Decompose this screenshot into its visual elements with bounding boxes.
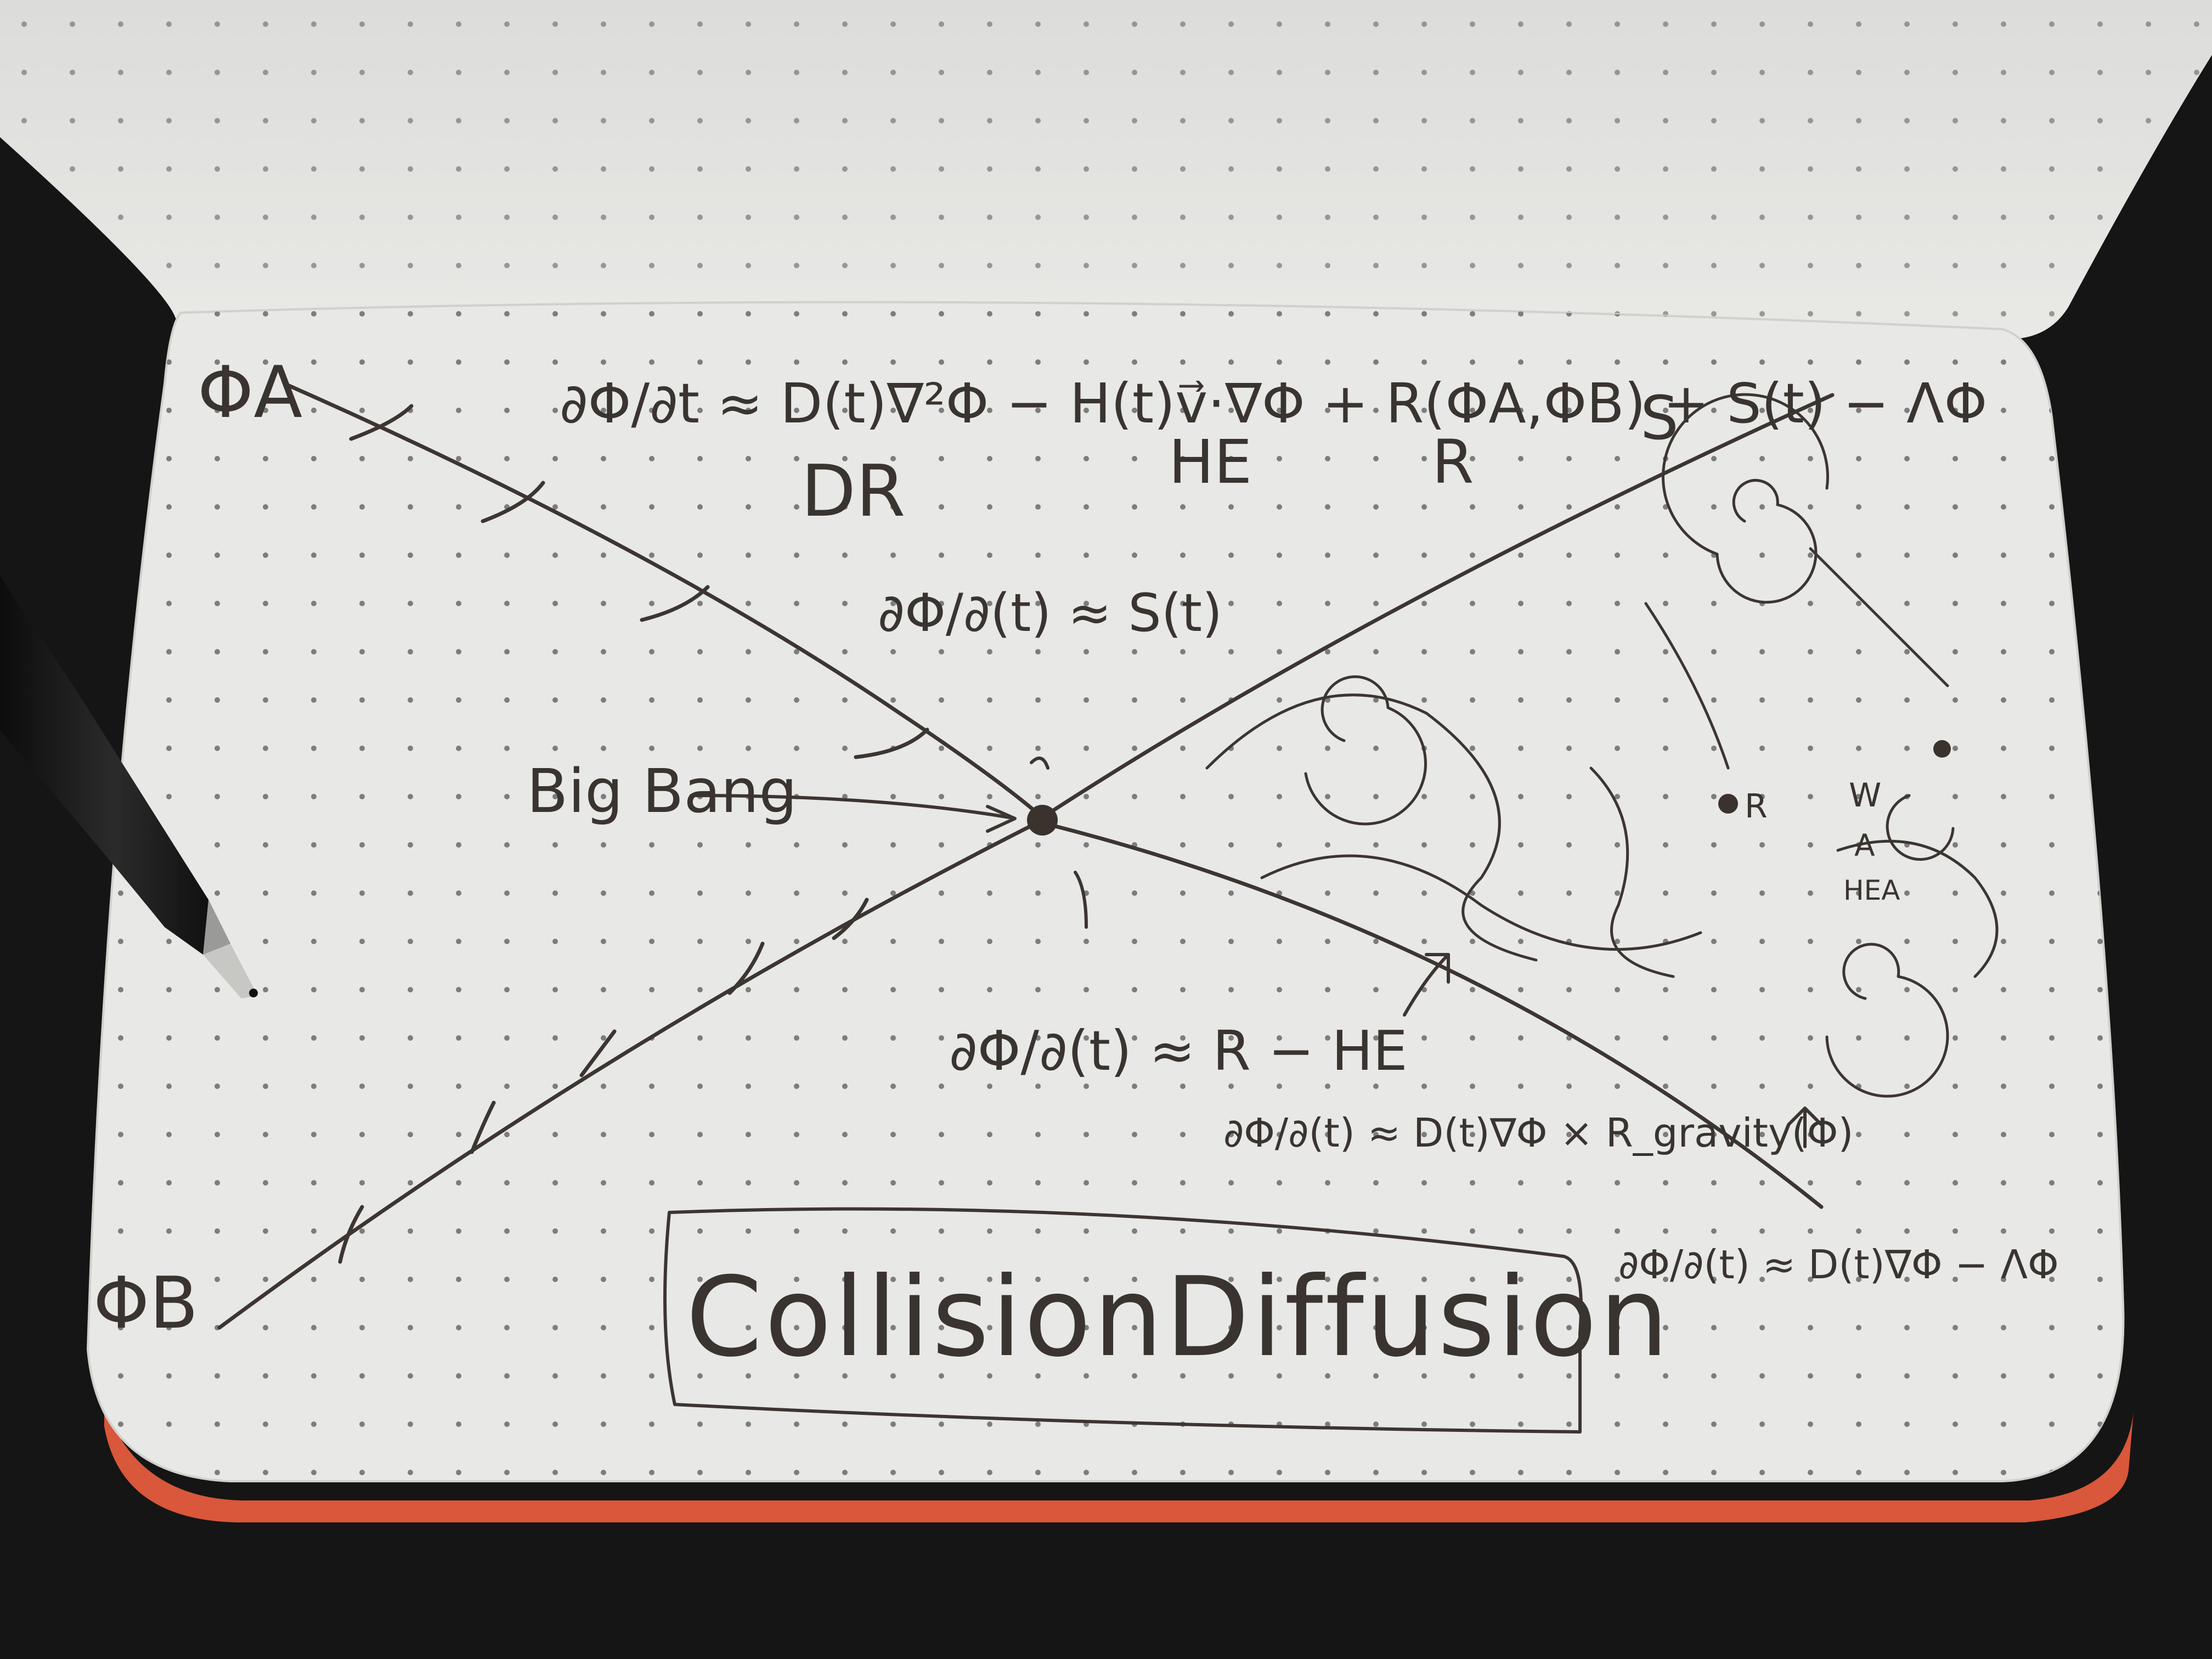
- phi-a-path: [283, 382, 1045, 820]
- right-equation: ∂Φ/∂(t) ≈ D(t)∇Φ − ΛΦ: [1618, 1242, 2059, 1288]
- phi-a-label: ΦA: [198, 351, 302, 434]
- big-bang-point: [1027, 805, 1058, 836]
- pen-icon: [0, 576, 258, 998]
- book-edge: [104, 1404, 2134, 1522]
- top-equation: ∂Φ/∂t ≈ D(t)∇²Φ − H(t)v⃗·∇Φ + R(ΦA,ΦB) +…: [560, 371, 1987, 436]
- phi-b-path: [217, 821, 1039, 1330]
- near-collision-equation: ∂Φ/∂(t) ≈ S(t): [878, 583, 1222, 644]
- term-letters: DR HE R S: [801, 383, 1679, 533]
- galaxy-swirls: [1205, 393, 1999, 1098]
- middle-equation: ∂Φ/∂(t) ≈ D(t)∇Φ × R_gravity(Φ): [1223, 1110, 1853, 1156]
- galaxy-tag: R: [1745, 787, 1768, 826]
- big-bang-label: Big Bang: [527, 756, 797, 826]
- cluster-text-3: HEA: [1843, 874, 1900, 906]
- expansion-upper-boundary: [1040, 393, 1835, 820]
- cluster-text-1: W: [1849, 776, 1881, 815]
- term-letter-dr: DR: [801, 449, 905, 533]
- below-collision-equation: ∂Φ/∂(t) ≈ R − HE: [949, 1019, 1408, 1083]
- dot-grid: [88, 307, 2124, 1481]
- galaxy-center: [1718, 794, 1738, 814]
- term-letter-he: HE: [1169, 427, 1252, 497]
- phi-b-label: ΦB: [93, 1261, 199, 1345]
- title-text: CollisionDiffusion: [686, 1254, 1671, 1381]
- title-box: [663, 1207, 1583, 1434]
- term-letter-s: S: [1640, 383, 1679, 453]
- cluster-center: [1933, 740, 1951, 758]
- expansion-lower-boundary: [1040, 821, 1824, 1209]
- cluster-text-2: A: [1854, 828, 1875, 863]
- term-letter-r: R: [1432, 427, 1474, 497]
